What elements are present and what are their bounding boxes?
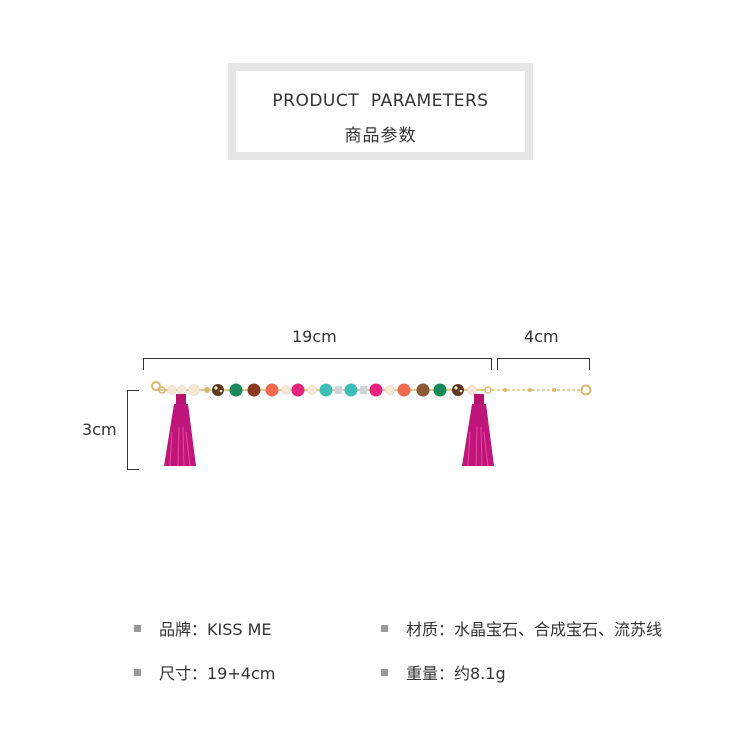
- bracelet-image: [151, 381, 592, 467]
- length-extension-label: 4cm: [524, 327, 559, 346]
- spec-brand: 品牌：KISS ME: [134, 616, 272, 640]
- title-chinese: 商品参数: [344, 126, 417, 146]
- spec-material-text: 材质：水晶宝石、合成宝石、流苏线: [406, 620, 663, 639]
- spec-weight-text: 重量：约8.1g: [406, 664, 506, 683]
- title-box: PRODUCT PARAMETERS 商品参数: [228, 63, 533, 160]
- bullet-square-icon: [134, 668, 141, 676]
- spec-size-text: 尺寸：19+4cm: [159, 664, 276, 683]
- title-english: PRODUCT PARAMETERS: [272, 91, 489, 111]
- spec-weight: 重量：约8.1g: [381, 660, 506, 684]
- bullet-square-icon: [381, 668, 388, 676]
- bullet-square-icon: [134, 624, 141, 632]
- length-main-label: 19cm: [292, 327, 337, 346]
- spec-size: 尺寸：19+4cm: [134, 660, 275, 684]
- spec-material: 材质：水晶宝石、合成宝石、流苏线: [381, 616, 662, 640]
- spec-brand-text: 品牌：KISS ME: [159, 620, 272, 639]
- bullet-square-icon: [381, 624, 388, 632]
- height-label: 3cm: [82, 420, 117, 439]
